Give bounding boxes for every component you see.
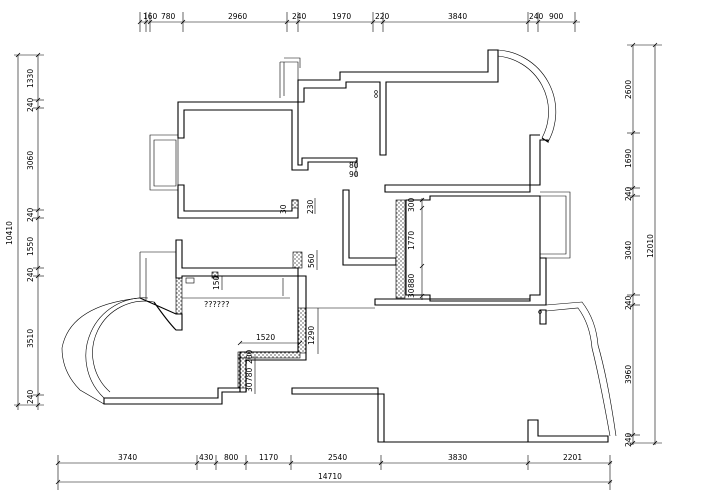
wall-bedroom-left: [177, 101, 358, 171]
dim-bottom-3740: 3740: [118, 453, 137, 462]
dim-top-2960: 2960: [228, 12, 247, 21]
dim-top-1970: 1970: [332, 12, 351, 21]
bottom-dimension-chain: 3740 430 800 1170 2540 3830 2201 14710: [55, 453, 613, 490]
dim-left-1550: 1550: [26, 237, 35, 256]
left-dimension-chain: 10410 1330 240 3060 240 1550 240 3510 24…: [5, 52, 44, 410]
balcony-right: [540, 191, 571, 259]
partition-c: [175, 277, 183, 315]
balcony-top: [279, 57, 301, 100]
dim-bottom-total: 14710: [318, 472, 342, 481]
bay-window-left: [85, 297, 155, 399]
dim-int-560: 560: [307, 253, 316, 268]
dim-bottom-800: 800: [224, 453, 239, 462]
dim-int-300: 300: [407, 197, 416, 212]
wall-left-bay: [103, 297, 241, 405]
dim-int-780: 780: [245, 367, 254, 382]
dim-int-30: 30: [279, 204, 288, 214]
dim-right-total: 12010: [646, 234, 655, 258]
living-curve-right: [545, 301, 617, 437]
dim-left-240-b: 240: [26, 207, 35, 222]
dim-int-200: 200: [245, 349, 254, 364]
dim-int-90: 90: [349, 170, 359, 179]
dim-top-3840: 3840: [448, 12, 467, 21]
interior-dimensions: 80 90 30 230 300 1770 880 30 560 150 129…: [212, 160, 425, 394]
dim-int-30b: 30: [407, 288, 416, 298]
wall-right-stub: [539, 309, 547, 325]
dim-int-1770: 1770: [407, 231, 416, 250]
dim-left-3510: 3510: [26, 329, 35, 348]
dim-left-240-c: 240: [26, 267, 35, 282]
dim-int-150: 150: [212, 275, 221, 290]
dim-top-240-b: 240: [529, 12, 544, 21]
room-label: ??????: [204, 300, 229, 309]
dim-int-230: 230: [306, 199, 315, 214]
dim-left-240-d: 240: [26, 389, 35, 404]
dim-left-total: 10410: [5, 221, 14, 245]
dim-left-240-a: 240: [26, 97, 35, 112]
wall-bedroom-right: [405, 195, 541, 302]
dim-top-160: 160: [143, 12, 158, 21]
top-dimension-chain: 160 780 2960 240 1970 220 3840 240 900: [137, 12, 580, 32]
partition-b: [292, 251, 303, 269]
dim-bottom-3830: 3830: [448, 453, 467, 462]
bay-left-outline: [61, 297, 141, 405]
wall-left-mid: [175, 239, 299, 279]
partition-a: [395, 199, 406, 299]
bay-window-top: [497, 49, 557, 143]
right-dimension-chain: 2600 1690 240 3040 240 3960 240 12010: [624, 42, 662, 447]
partition-h: [291, 199, 299, 209]
dim-int-880: 880: [407, 273, 416, 288]
dim-left-3060: 3060: [26, 151, 35, 170]
dim-top-780: 780: [161, 12, 176, 21]
dim-right-240-a: 240: [624, 186, 633, 201]
dim-right-2600: 2600: [624, 80, 633, 99]
dim-bottom-2540: 2540: [328, 453, 347, 462]
dim-right-240-b: 240: [624, 295, 633, 310]
wall-top-center: [297, 49, 499, 156]
dim-top-240-a: 240: [292, 12, 307, 21]
partition-d: [297, 307, 307, 354]
dim-bottom-1170: 1170: [259, 453, 278, 462]
dim-int-1520: 1520: [256, 333, 275, 342]
dim-right-3960: 3960: [624, 365, 633, 384]
dim-int-1290: 1290: [307, 326, 316, 345]
dim-bottom-2201: 2201: [563, 453, 582, 462]
wall-outline: [61, 49, 617, 443]
wall-corridor: [342, 189, 397, 266]
wall-right-upper: [384, 134, 549, 193]
dim-right-3040: 3040: [624, 241, 633, 260]
dim-bottom-430: 430: [199, 453, 214, 462]
dim-right-1690: 1690: [624, 149, 633, 168]
partition-g: [211, 271, 219, 279]
dim-int-80: 80: [349, 161, 359, 170]
dim-top-900: 900: [549, 12, 564, 21]
wall-left-outer: [139, 251, 176, 300]
balcony-left: [149, 134, 179, 191]
dim-int-30c: 30: [245, 382, 254, 392]
wall-living-bottom: [291, 387, 609, 443]
wall-kitchen: [239, 275, 307, 393]
dim-left-1330: 1330: [26, 69, 35, 88]
dim-top-220: 220: [375, 12, 390, 21]
dim-right-240-c: 240: [624, 432, 633, 447]
